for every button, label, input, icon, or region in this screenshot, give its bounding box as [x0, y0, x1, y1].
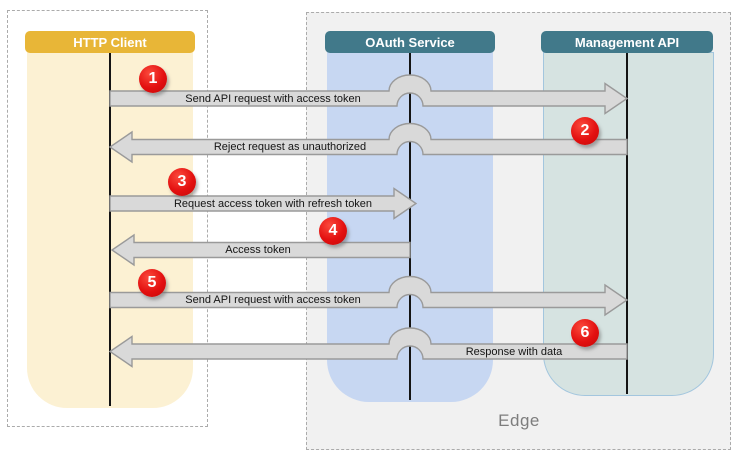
edge-zone-label: Edge: [498, 411, 540, 430]
step-badge-6: 6: [571, 319, 599, 347]
http-client-lane-header: HTTP Client: [25, 31, 195, 53]
message-label-6: Response with data: [465, 346, 563, 358]
message-arrow-3-right-icon: [109, 187, 418, 220]
management-api-lifeline: [626, 53, 628, 394]
http-client-lifeline: [109, 53, 111, 406]
message-label-3: Request access token with refresh token: [173, 198, 373, 210]
step-badge-4: 4: [319, 217, 347, 245]
management-api-lane-header: Management API: [541, 31, 713, 53]
step-badge-1: 1: [139, 65, 167, 93]
message-arrow-2-left-icon: [108, 122, 628, 164]
message-label-4: Access token: [225, 244, 291, 256]
management-api-lane-title: Management API: [574, 34, 680, 50]
message-arrow-5-right-icon: [109, 275, 629, 317]
message-arrow-1-right-icon: [109, 74, 629, 115]
message-label-1: Send API request with access token: [185, 93, 361, 105]
message-label-5: Send API request with access token: [185, 294, 361, 306]
message-label-2: Reject request as unauthorized: [213, 141, 367, 153]
step-badge-3: 3: [168, 168, 196, 196]
oauth-service-lane-header: OAuth Service: [325, 31, 495, 53]
message-arrow-6-left-icon: [108, 327, 628, 368]
step-badge-2: 2: [571, 117, 599, 145]
oauth-service-lifeline: [409, 53, 411, 400]
http-client-lane-title: HTTP Client: [73, 34, 147, 50]
step-badge-5: 5: [138, 269, 166, 297]
oauth-service-lane-title: OAuth Service: [365, 34, 455, 50]
